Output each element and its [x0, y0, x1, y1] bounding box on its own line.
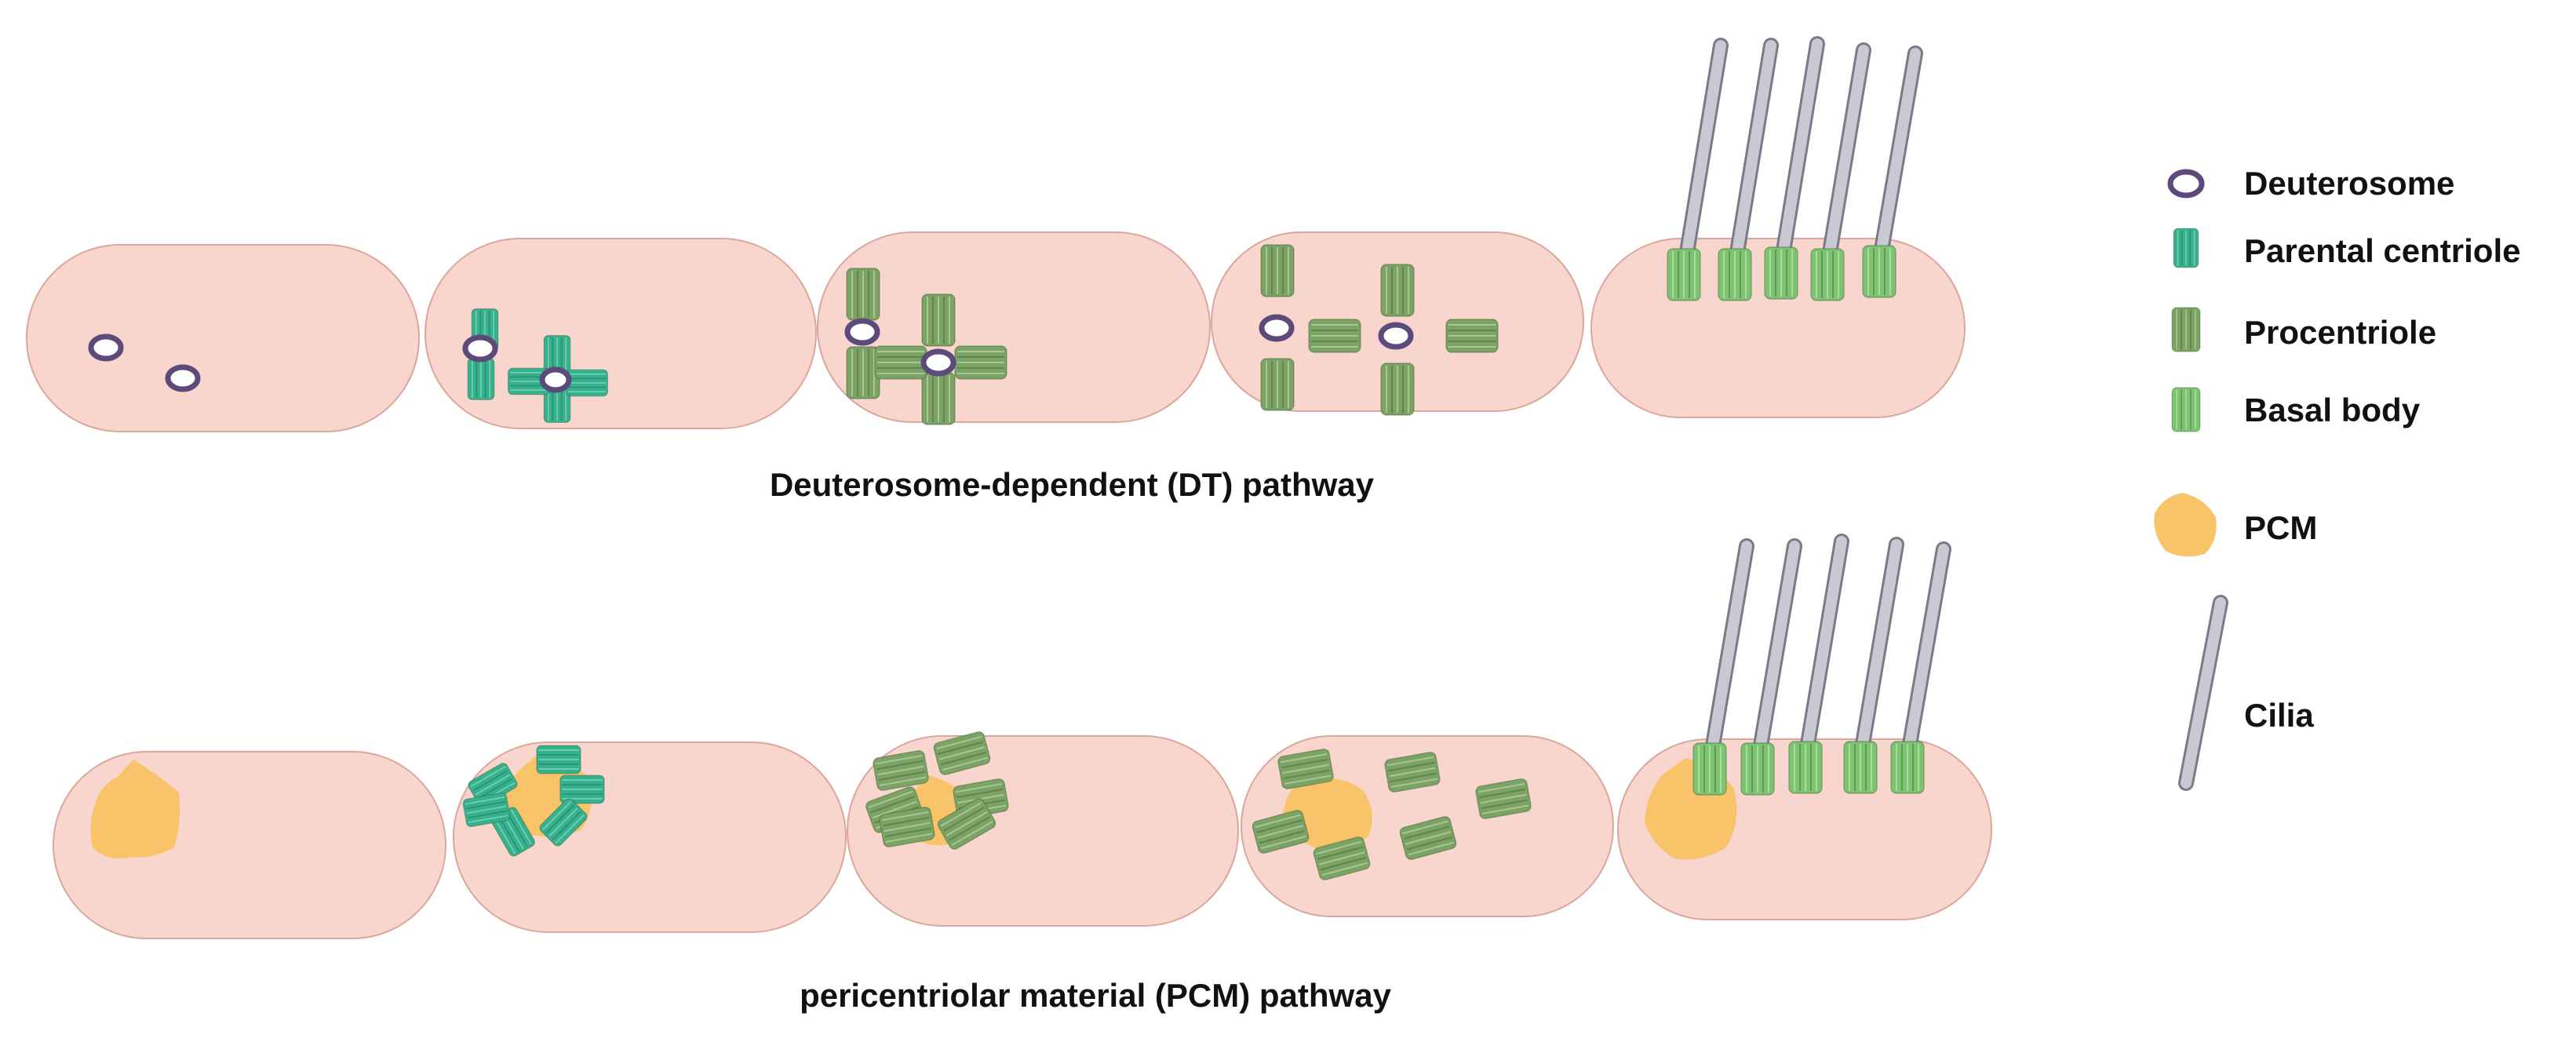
legend: Deuterosome Parental centriole Procentri… [2154, 165, 2520, 791]
deuterosome-icon [462, 334, 498, 363]
procentriole-icon [921, 372, 956, 425]
legend-label: Procentriole [2244, 314, 2436, 351]
legend-label: Parental centriole [2244, 232, 2520, 269]
legend-item-procentriole: Procentriole [2171, 307, 2436, 352]
procentriole-icon [2171, 307, 2201, 352]
cilium-icon [1677, 38, 1729, 275]
parental-centriole-icon [2173, 228, 2199, 268]
deuterosome-icon [920, 348, 956, 377]
basal-body-icon [1718, 248, 1752, 301]
parental-centriole-icon [467, 357, 495, 401]
basal-body-icon [1843, 741, 1878, 794]
cilium-icon [1900, 541, 1951, 766]
deuterosomes [88, 314, 1414, 393]
dt-pathway-label: Deuterosome-dependent (DT) pathway [770, 466, 1375, 503]
dt-cilia [1677, 36, 1923, 275]
basal-body-icon [1810, 248, 1845, 301]
parental-centriole-shape [2173, 228, 2199, 268]
legend-label: Deuterosome [2244, 165, 2454, 202]
procentriole-icon [874, 345, 927, 380]
parental-centriole-icon [536, 745, 581, 774]
legend-label: Basal body [2244, 392, 2421, 428]
basal-body-icon [1890, 741, 1925, 794]
legend-label: Cilia [2244, 697, 2314, 734]
basal-body-icon [2171, 387, 2201, 432]
pcm-icon [90, 760, 180, 859]
deuterosome-icon [1259, 314, 1295, 342]
deuterosome-icon [165, 364, 201, 392]
deuterosome-icon [539, 366, 572, 393]
basal-body-icon [1740, 742, 1775, 796]
cilium-icon [1853, 537, 1904, 766]
cilium-icon [1773, 36, 1825, 273]
deuterosome-icon [844, 318, 880, 346]
procentriole-shape [2171, 307, 2201, 352]
cilium-icon [1751, 538, 1802, 767]
procentriole-icon [1445, 319, 1499, 353]
legend-label: PCM [2244, 509, 2317, 546]
procentriole-icon [846, 268, 880, 321]
deuterosome-icon [1378, 322, 1414, 350]
cilium-icon [1798, 534, 1849, 766]
basal-body-shape [2171, 387, 2201, 432]
parental-centriole-icon [565, 369, 609, 397]
dt-cell-1 [26, 244, 420, 432]
procentriole-icon [1260, 244, 1295, 297]
basal-body-icon [1692, 742, 1727, 796]
pcm-icon [2154, 493, 2217, 557]
cilium-icon [1871, 46, 1923, 271]
basal-body-icon [1862, 245, 1896, 298]
deuterosome-icon [2167, 169, 2205, 199]
pcm-pathway-label: pericentriolar material (PCM) pathway [800, 977, 1392, 1014]
legend-item-parental-centriole: Parental centriole [2173, 228, 2520, 269]
legend-item-deuterosome: Deuterosome [2167, 165, 2454, 202]
cilium-icon [1703, 538, 1754, 767]
cilium-icon [1727, 38, 1779, 275]
legend-item-pcm: PCM [2154, 493, 2317, 557]
basal-body-icon [1764, 246, 1798, 300]
procentriole-icon [954, 345, 1007, 380]
procentriole-icon [1380, 264, 1415, 317]
procentriole-icon [1308, 319, 1361, 353]
pcm-cilia [1703, 534, 1951, 767]
deuterosome-icon [88, 333, 124, 362]
procentriole-icon [921, 293, 956, 347]
procentriole-icon [1380, 363, 1415, 416]
basal-body-icon [1788, 741, 1823, 794]
cilium-icon [1820, 42, 1871, 275]
legend-item-cilia: Cilia [2178, 595, 2314, 791]
procentriole-icon [1260, 358, 1295, 411]
legend-item-basal-body: Basal body [2171, 387, 2421, 432]
basal-body-icon [1667, 248, 1701, 301]
